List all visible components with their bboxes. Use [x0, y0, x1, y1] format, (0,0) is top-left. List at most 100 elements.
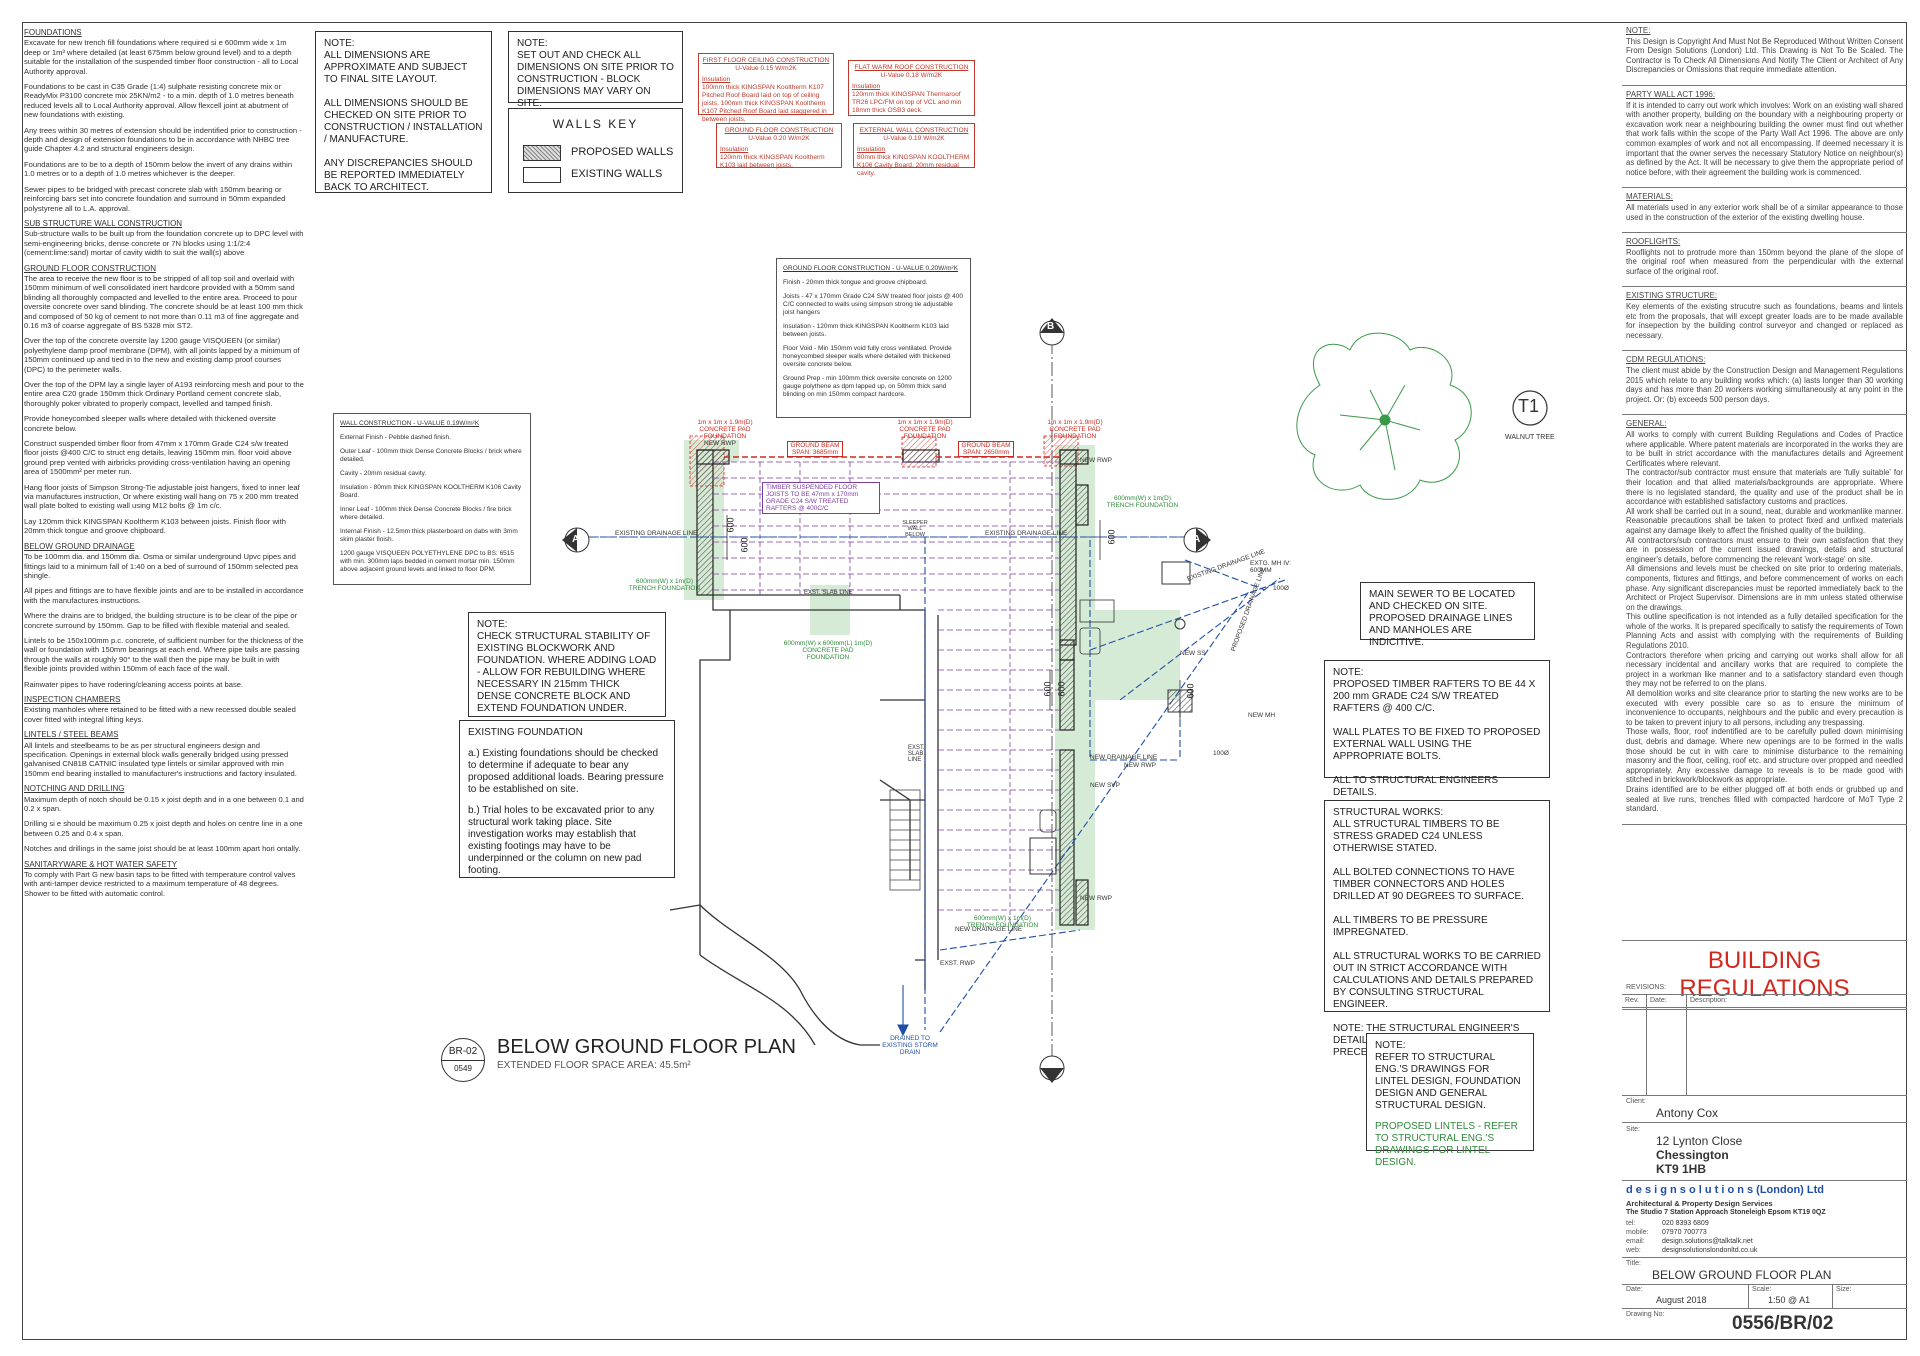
- dim-label: 600: [725, 517, 736, 533]
- rafters-text: NOTE: PROPOSED TIMBER RAFTERS TO BE 44 X…: [1333, 667, 1541, 798]
- email-value[interactable]: design.solutions@talktalk.net: [1662, 1238, 1753, 1245]
- manholes: [1029, 561, 1193, 875]
- spec-paragraph: Over the top of the concrete oversite la…: [24, 336, 300, 374]
- floor-construction-spec: GROUND FLOOR CONSTRUCTION - U-VALUE 0.20…: [776, 258, 971, 418]
- sleeper-walls: [759, 462, 1011, 925]
- spec-paragraph: Where the drains are to bridged, the bui…: [24, 611, 298, 630]
- section-marker-a-right: [1183, 527, 1211, 553]
- dimensions-note: NOTE: ALL DIMENSIONS ARE APPROXIMATE AND…: [315, 31, 492, 193]
- drainage-label: EXISTING DRAINAGE LINE: [615, 530, 698, 537]
- spec-paragraph: Existing manholes where retained to be f…: [24, 705, 296, 724]
- pad-foundation-label: 1m x 1m x 1.9m(D) CONCRETE PAD FOUNDATIO…: [1047, 419, 1103, 440]
- general-notes-column: NOTE:This Design is Copyright And Must N…: [1622, 22, 1907, 940]
- email-label: email:: [1626, 1238, 1645, 1245]
- uvalue-box-flat-roof: FLAT WARM ROOF CONSTRUCTION U-Value 0.18…: [848, 60, 975, 116]
- storm-drain-arrow: [897, 985, 909, 1037]
- general-note-heading: NOTE:: [1626, 26, 1651, 35]
- ground-beam-label: GROUND BEAM SPAN: 3685mm: [787, 441, 843, 457]
- wall-spec-item: External Finish - Pebble dashed finish.: [340, 434, 451, 441]
- general-note-text: The client must abide by the Constructio…: [1626, 366, 1903, 404]
- trench-foundation-label: 600mm(W) x 1m(D) TRENCH FOUNDATION: [628, 578, 701, 592]
- spec-paragraph: To be 100mm dia. and 150mm dia. Osma or …: [24, 552, 298, 580]
- spec-paragraph: Notches and drillings in the same joist …: [24, 844, 301, 854]
- pipe-dia-label: 100Ø: [1273, 585, 1289, 592]
- wall-spec-item: 1200 gauge VISQUEEN POLYETHYLENE DPC to …: [340, 550, 515, 573]
- spec-paragraph: All lintels and steelbeams to be as per …: [24, 740, 297, 778]
- dim-label: 600: [1056, 681, 1067, 697]
- floor-spec-item: Floor Void - Min 150mm void fully cross …: [783, 345, 952, 368]
- section-marker-b-top: [1039, 318, 1065, 346]
- structural-works-note: STRUCTURAL WORKS: ALL STRUCTURAL TIMBERS…: [1324, 800, 1550, 1058]
- spec-heading: FOUNDATIONS: [24, 28, 82, 37]
- revisions-table: Rev. Date: Description:: [1622, 994, 1907, 1096]
- section-b-label: B: [1047, 321, 1055, 332]
- spec-heading: SUB STRUCTURE WALL CONSTRUCTION: [24, 218, 183, 228]
- trench-foundation-label: 600mm(W) x 1m(D) TRENCH FOUNDATION: [966, 915, 1039, 929]
- web-value[interactable]: designsolutionslondonltd.co.uk: [1662, 1247, 1758, 1254]
- structural-works-text: STRUCTURAL WORKS: ALL STRUCTURAL TIMBERS…: [1333, 807, 1541, 1058]
- main-sewer-note: MAIN SEWER TO BE LOCATED AND CHECKED ON …: [1360, 582, 1535, 648]
- setout-note-text: NOTE: SET OUT AND CHECK ALL DIMENSIONS O…: [517, 38, 674, 109]
- drawing-number: 0556/BR/02: [1732, 1313, 1834, 1334]
- general-note-heading: PARTY WALL ACT 1996:: [1626, 89, 1716, 99]
- lintel-text: NOTE: REFER TO STRUCTURAL ENG.'S DRAWING…: [1375, 1040, 1521, 1111]
- web-label: web:: [1626, 1247, 1641, 1254]
- uvalue-ins-label: Insulation: [852, 83, 881, 90]
- general-note-section: NOTE:This Design is Copyright And Must N…: [1622, 22, 1907, 86]
- spec-paragraph: Sewer pipes to be bridged with precast c…: [24, 184, 286, 213]
- new-ss-label: NEW SS: [1180, 650, 1206, 657]
- general-note-section: GENERAL:All works to comply with current…: [1622, 415, 1907, 825]
- uvalue-title: FIRST FLOOR CEILING CONSTRUCTION: [702, 57, 830, 64]
- uvalue-title: EXTERNAL WALL CONSTRUCTION: [859, 127, 969, 134]
- rafters-note: NOTE: PROPOSED TIMBER RAFTERS TO BE 44 X…: [1324, 660, 1550, 798]
- spec-heading: INSPECTION CHAMBERS: [24, 694, 121, 704]
- general-note-text: Rooflights not to protrude more than 150…: [1626, 247, 1903, 276]
- spec-paragraph: Hang floor joists of Simpson Strong-Tie …: [24, 482, 300, 511]
- tel-label: tel:: [1626, 1220, 1636, 1227]
- wall-spec-item: Inner Leaf - 100mm thick Dense Concrete …: [340, 506, 512, 521]
- uvalue-box-first-floor: FIRST FLOOR CEILING CONSTRUCTION U-Value…: [698, 53, 834, 123]
- date-col: Date:: [1650, 997, 1667, 1004]
- spec-heading: SANITARYWARE & HOT WATER SAFETY: [24, 859, 178, 869]
- ground-beam-label: GROUND BEAM SPAN: 2650mm: [958, 441, 1014, 457]
- floor-spec-item: Finish - 20mm thick tongue and groove ch…: [783, 279, 928, 286]
- new-rwp-label: NEW RWP: [1080, 457, 1113, 464]
- spec-paragraph: Foundations are to be to a depth of 150m…: [24, 159, 293, 179]
- spec-paragraph: Lintels to be 150x100mm p.c. concrete, o…: [24, 635, 304, 674]
- client-label: Client:: [1626, 1098, 1646, 1105]
- new-rwp-label: NEW RWP: [704, 440, 737, 447]
- spec-heading: NOTCHING AND DRILLING: [24, 784, 125, 794]
- title-label: Title:: [1626, 1260, 1641, 1267]
- tree-id: T1: [1518, 396, 1540, 416]
- uvalue-body: 120mm thick KINGSPAN Kooltherm K103 laid…: [720, 154, 825, 169]
- new-drainage-label: NEW DRAINAGE LINE: [1090, 754, 1158, 761]
- wall-spec-item: Outer Leaf - 100mm thick Dense Concrete …: [340, 448, 522, 463]
- uvalue-box-external-wall: EXTERNAL WALL CONSTRUCTION U-Value 0.19 …: [853, 123, 975, 177]
- rev-col: Rev.: [1625, 997, 1639, 1004]
- sanitaryware: [1039, 599, 1115, 833]
- spec-heading: GROUND FLOOR CONSTRUCTION: [24, 263, 156, 273]
- wall-spec-item: Cavity - 20mm residual cavity.: [340, 470, 427, 477]
- plan-title: BELOW GROUND FLOOR PLAN: [497, 1036, 796, 1058]
- spec-paragraph: To comply with Part G new basin taps to …: [24, 870, 296, 898]
- spec-paragraph: All pipes and fittings are to have flexi…: [24, 586, 304, 605]
- sleeper-wall-label: SLEEPER WALL BELOW: [902, 520, 928, 538]
- uvalue-body: 100mm thick KINGSPAN Kooltherm K107 Pitc…: [702, 84, 827, 123]
- proposed-walls: [696, 449, 1089, 926]
- uvalue-value: U-Value 0.19 W/m2K: [883, 135, 945, 142]
- general-note-heading: ROOFLIGHTS:: [1626, 237, 1681, 247]
- spec-paragraph: Foundations to be cast in C35 Grade (1:4…: [24, 82, 294, 120]
- uvalue-ins-label: Insulation: [857, 146, 886, 153]
- uvalue-ins-label: Insulation: [702, 76, 731, 83]
- floor-spec-item: Ground Prep - min 100mm thick oversite c…: [783, 375, 952, 398]
- structural-stability-note: NOTE: CHECK STRUCTURAL STABILITY OF EXIS…: [468, 612, 666, 717]
- general-note-section: ROOFLIGHTS:Rooflights not to protrude mo…: [1622, 233, 1907, 288]
- uvalue-body: 80mm thick KINGSPAN KOOLTHERM K106 Cavit…: [857, 154, 970, 177]
- new-rwp-label: NEW RWP: [1124, 762, 1157, 769]
- pad-foundation-label: 1m x 1m x 1.9m(D) CONCRETE PAD FOUNDATIO…: [897, 419, 953, 440]
- drawing-date: August 2018: [1656, 1295, 1707, 1305]
- site-line-1: 12 Lynton Close: [1656, 1134, 1743, 1148]
- spec-paragraph: Drilling si e should be maximum 0.25 x j…: [24, 819, 303, 838]
- uvalue-body: 120mm thick KINGSPAN Thermaroof TR26 LPC…: [852, 91, 962, 114]
